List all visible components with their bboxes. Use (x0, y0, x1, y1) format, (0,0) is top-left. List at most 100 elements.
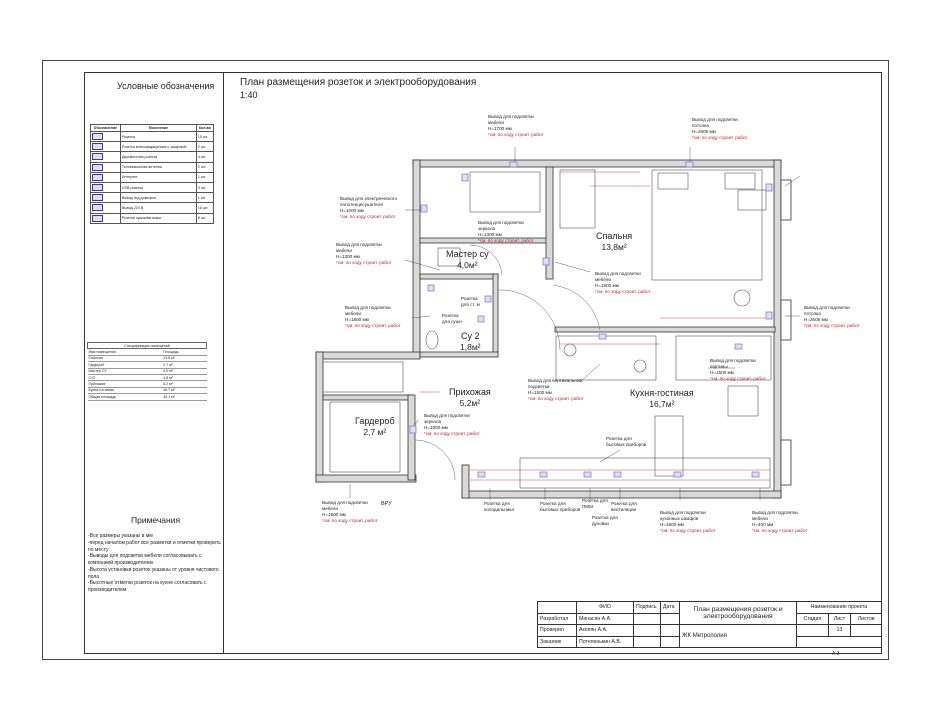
door-arcs (414, 244, 601, 481)
stamp-fio-header: ФИО (576, 601, 634, 614)
room-name: Мастер су (446, 249, 489, 259)
intercom-icon (92, 194, 103, 202)
annotation-text: Вывод для подсветки потолка Н=2605 мм (692, 117, 738, 134)
room-area: 1,8м² (460, 342, 481, 353)
annotation-text: Розетка для бытовых приборов (540, 501, 581, 512)
chair (563, 343, 577, 357)
outlet-marker (484, 295, 492, 303)
annotation: ВРУ (381, 501, 392, 508)
stamp-role: Проверил (537, 624, 577, 637)
armchair (727, 385, 759, 417)
outlet-marker (765, 183, 773, 192)
leader-line (599, 449, 621, 463)
outlet-marker (598, 333, 607, 340)
annotation-text: Вывод для подсветки потолка Н=2605 мм (804, 305, 850, 322)
wall (412, 159, 782, 168)
window (780, 299, 792, 341)
outlet-marker (751, 471, 760, 478)
annotation-text: Вывод для подсветки мебели Н=1300 мм (336, 242, 382, 259)
annotation: Розетка для ПММ (582, 498, 608, 510)
outlet-marker (765, 311, 773, 320)
annotation-note: *см. по ходу строит. работ (528, 395, 584, 401)
spec-area: 1.8 м² (162, 374, 207, 382)
room-area: 13,8м² (601, 242, 627, 253)
annotation: Розетка для духовки (592, 515, 618, 527)
wall (315, 474, 417, 483)
annotation: Вывод для подсветки мебели Н=1800 мм*см.… (345, 305, 401, 329)
bed (651, 169, 763, 281)
wall (461, 464, 470, 499)
spec-room: СУ2 (87, 374, 163, 382)
spec-area: 16.7 м² (162, 387, 207, 395)
wall (419, 351, 499, 358)
wall (315, 351, 324, 483)
annotation: Вывод для электрического полотенцесушите… (340, 196, 397, 220)
outlet-marker (427, 284, 435, 292)
title-block: ФИО Подпись Дата План размещения розеток… (537, 601, 882, 648)
wall (315, 351, 421, 360)
annotation: Вывод для подсветки мебели Н=1700 мм*см.… (488, 114, 544, 138)
annotation-text: Розетка для холодильника (484, 501, 514, 512)
annotation: Розетка для вентиляции (611, 501, 637, 513)
annotation-note: *см. по ходу строит. работ (752, 527, 808, 533)
outlet-marker (685, 161, 694, 168)
stamp-sheets-label: Листов (850, 612, 882, 625)
spec-area: 44.1 м² (162, 393, 207, 401)
window (780, 439, 792, 486)
spec-room: Кухня-гостиная (87, 387, 163, 395)
outlet-marker (673, 471, 682, 478)
outlet-marker (477, 471, 486, 478)
dining-table (555, 335, 657, 381)
kitchen-counter (519, 457, 771, 489)
note-item: -Высота установки розеток указаны от уро… (88, 566, 219, 580)
legend-title: Условные обозначения (117, 81, 215, 91)
drawing-frame (84, 72, 882, 654)
double-socket-icon (92, 153, 103, 161)
annotation: Розетка для бытовых приборов (540, 501, 580, 513)
leader-line (579, 363, 601, 383)
annotation-note: *см. по ходу строит. работ (340, 213, 396, 219)
annotation: Розетка для холодильника (484, 501, 514, 513)
leader-line (784, 175, 801, 187)
note-item: -Выводы для подсветки мебели согласовыва… (88, 553, 202, 566)
outlet-markers (409, 161, 773, 478)
plan-title: План размещения розеток и электрооборудо… (240, 77, 477, 88)
walls (315, 159, 792, 499)
room-area: 4,0м² (457, 260, 478, 271)
annotation-text: Вывод для подсветки мебели Н=400 мм (752, 510, 798, 527)
internet-icon (92, 173, 103, 181)
outlet-marker (542, 257, 550, 266)
stamp-name: Потепенькин А.В. (576, 635, 634, 648)
outlet-marker (613, 471, 622, 478)
wall (554, 326, 776, 333)
stamp-role: Заказчик (537, 635, 577, 648)
spec-room: Прихожая (87, 380, 163, 388)
annotation: Розетка для ст. м (461, 296, 480, 308)
annotation: Вывод для подсветки кухонных шкафов Н=18… (660, 510, 716, 534)
annotation-note: *см. по ходу строит. работ (660, 527, 716, 533)
spec-room: Гардероб (87, 361, 163, 369)
sheet-format: А 3 (832, 651, 840, 657)
annotation-text: Розетка для бытовых приборов (606, 436, 647, 447)
annotation: Вывод для подсветки зеркала Н=1300 мм*см… (478, 220, 534, 244)
outlet-marker (409, 425, 417, 434)
annotation-note: *см. по ходу строит. работ (595, 288, 651, 294)
wall (492, 273, 499, 355)
outlet-marker (583, 471, 592, 478)
kitchen-island (654, 415, 684, 477)
annotation-note: *см. по ходу строит. работ (322, 517, 378, 523)
note-item: -Все размеры указаны в мм (88, 533, 153, 539)
leader-line (411, 315, 431, 319)
